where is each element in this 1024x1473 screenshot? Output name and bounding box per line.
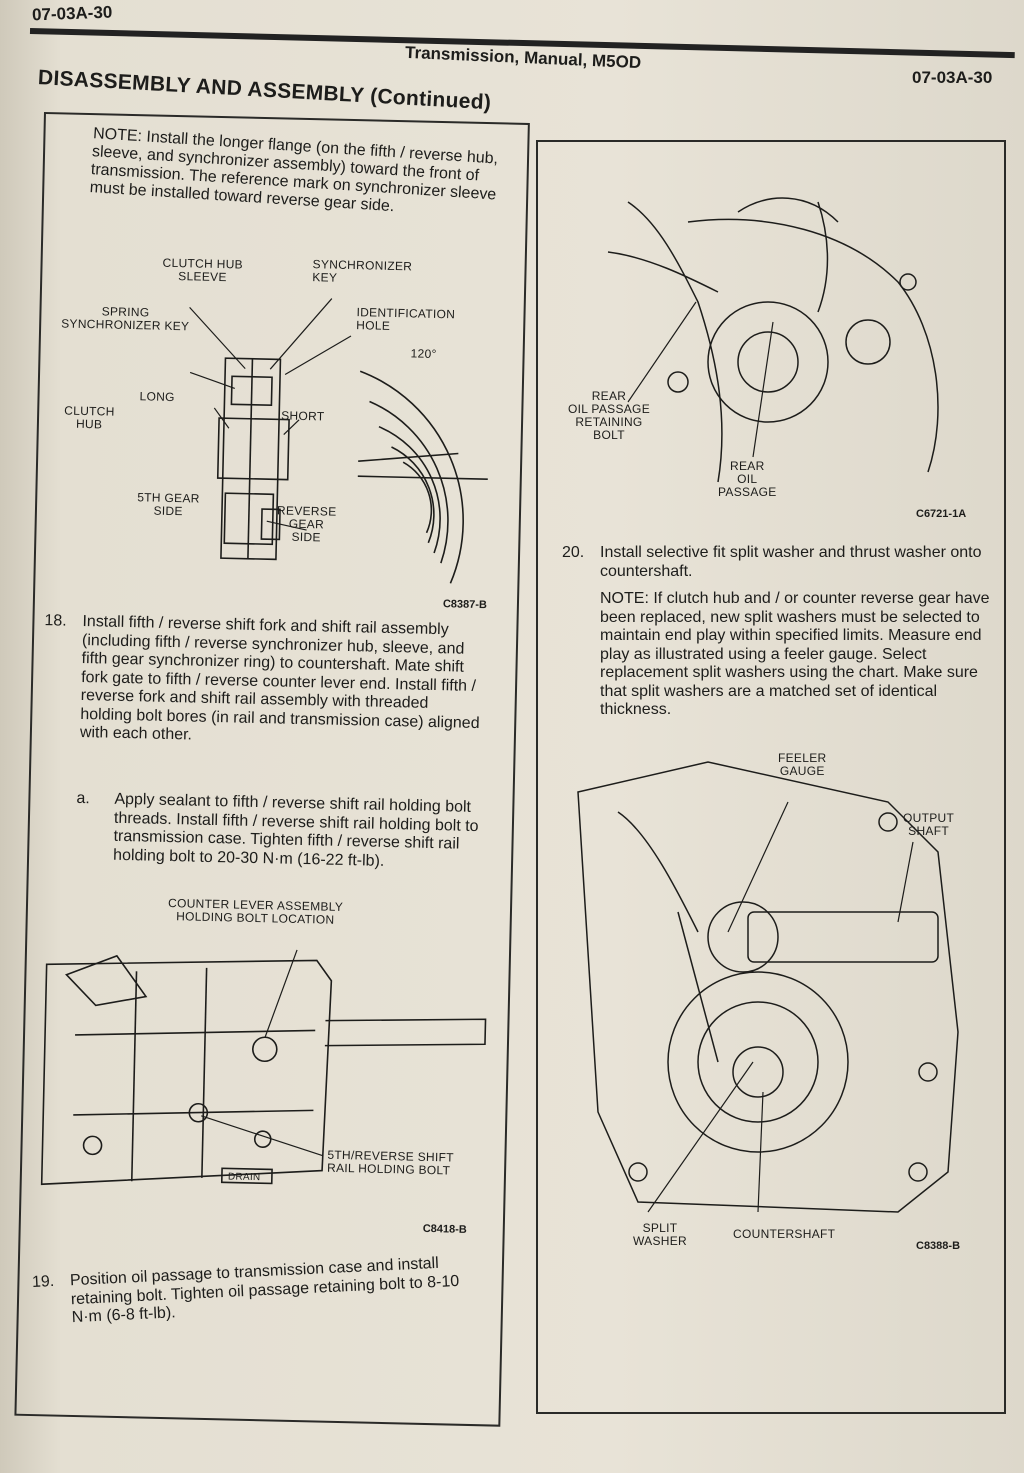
label-rear-passage: REAR OIL PASSAGE [718, 459, 777, 499]
label-synchronizer-key: SYNCHRONIZER KEY [312, 257, 413, 285]
label-drain: DRAIN [227, 1171, 261, 1184]
section-title: DISASSEMBLY AND ASSEMBLY (Continued) [37, 66, 492, 115]
step-19-text: Position oil passage to transmission cas… [69, 1254, 460, 1327]
figure-code-c8418: C8418-B [422, 1222, 467, 1236]
note-split-washers: NOTE: If clutch hub and / or counter rev… [600, 590, 990, 718]
step-20-number: 20. [562, 544, 585, 561]
label-long: LONG [139, 389, 175, 405]
step-18: 18. Install fifth / reverse shift fork a… [41, 612, 485, 792]
step-18a: a. Apply sealant to fifth / reverse shif… [74, 790, 486, 899]
oil-passage-drawing [607, 197, 939, 483]
figure-feeler-gauge: FEELER GAUGE OUTPUT SHAFT SPLIT WASHER C… [558, 732, 998, 1252]
step-20: 20. Install selective fit split washer a… [562, 544, 992, 584]
figure-oil-passage: REAR OIL PASSAGE RETAINING BOLT REAR OIL… [568, 162, 988, 522]
label-angle: 120° [410, 346, 437, 361]
step-19: 19. Position oil passage to transmission… [32, 1253, 475, 1344]
page-code-right: 07-03A-30 [912, 68, 993, 87]
step-18a-letter: a. [76, 789, 90, 808]
step-18-text: Install fifth / reverse shift fork and s… [79, 613, 480, 744]
page-code-corner: 07-03A-30 [31, 2, 113, 25]
step-18-number: 18. [44, 612, 67, 630]
label-clutch-hub-sleeve: CLUTCH HUB SLEEVE [162, 255, 244, 285]
transmission-case-drawing [40, 949, 487, 1186]
label-counter-lever: COUNTER LEVER ASSEMBLY HOLDING BOLT LOCA… [167, 896, 344, 927]
label-short: SHORT [281, 408, 325, 424]
right-column: REAR OIL PASSAGE RETAINING BOLT REAR OIL… [536, 140, 1006, 1414]
label-rear-bolt: REAR OIL PASSAGE RETAINING BOLT [568, 389, 650, 442]
figure-transmission-case: COUNTER LEVER ASSEMBLY HOLDING BOLT LOCA… [31, 896, 498, 1244]
label-rail-bolt: 5TH/REVERSE SHIFT RAIL HOLDING BOLT [326, 1147, 455, 1178]
figure-code-c8388: C8388-B [916, 1240, 961, 1252]
note-flange: NOTE: Install the longer flange (on the … [89, 125, 499, 216]
label-5th-gear-side: 5TH GEAR SIDE [137, 490, 200, 519]
label-identification-hole: IDENTIFICATION HOLE [356, 305, 456, 333]
label-feeler-gauge: FEELER GAUGE [778, 751, 827, 778]
feeler-gauge-drawing [577, 761, 959, 1213]
label-clutch-hub: CLUTCH HUB [64, 403, 115, 432]
label-spring: SPRING SYNCHRONIZER KEY [61, 304, 190, 334]
step-19-number: 19. [31, 1272, 55, 1291]
step-18a-text: Apply sealant to fifth / reverse shift r… [112, 790, 479, 870]
step-20-text: Install selective fit split washer and t… [600, 544, 982, 580]
figure-synchronizer: CLUTCH HUB SLEEVE SYNCHRONIZER KEY IDENT… [55, 254, 513, 624]
label-countershaft: COUNTERSHAFT [733, 1227, 836, 1241]
label-output-shaft: OUTPUT SHAFT [903, 811, 955, 838]
figure-code-c8387: C8387-B [442, 598, 488, 612]
label-reverse-gear-side: REVERSE GEAR SIDE [276, 503, 337, 545]
left-column: NOTE: Install the longer flange (on the … [14, 112, 530, 1427]
label-split-washer: SPLIT WASHER [633, 1221, 688, 1248]
synchronizer-drawing [189, 298, 488, 584]
figure-code-c6721: C6721-1A [916, 508, 967, 520]
